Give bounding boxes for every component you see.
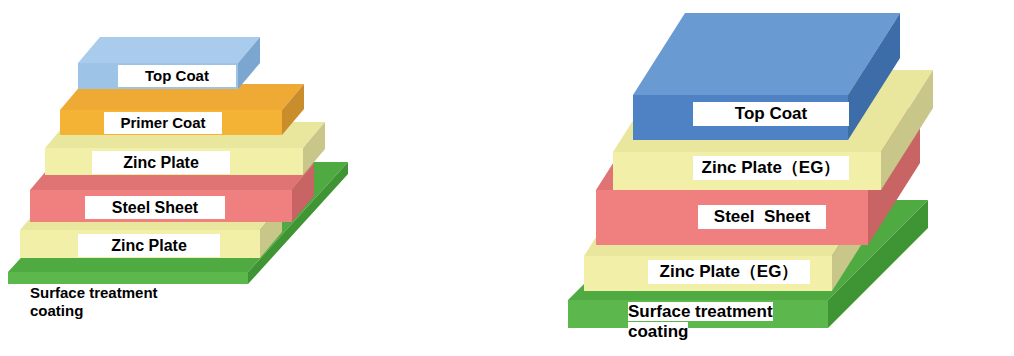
slab-front-face	[20, 230, 260, 258]
slab-top-face	[568, 200, 928, 300]
slab-front-face	[60, 110, 282, 135]
slab-front-face	[78, 63, 238, 89]
slab-front-face	[633, 95, 848, 140]
layer-label: Primer Coat	[104, 112, 222, 134]
slab-front-face	[30, 190, 292, 222]
primer-coat-layer: Primer Coat	[60, 84, 304, 135]
slab-front-face	[613, 152, 881, 190]
slab-front-face	[596, 190, 868, 245]
slab-front-face	[45, 148, 303, 175]
layer-label: Zinc Plate（EG）	[648, 260, 810, 284]
slab-side-face	[238, 37, 260, 89]
slab-top-face	[30, 164, 314, 190]
slab-top-face	[78, 37, 260, 63]
layer-label: Top Coat	[118, 65, 236, 87]
slab-top-face	[8, 162, 348, 272]
layer-label: Zinc Plate	[78, 234, 220, 257]
layer-label: Zinc Plate	[92, 151, 230, 174]
slab-top-face	[584, 174, 884, 256]
slab-top-face	[596, 108, 920, 190]
top-coat-layer: Top Coat	[633, 13, 900, 140]
layer-label: Steel Sheet	[698, 205, 826, 229]
slab-side-face	[828, 200, 928, 328]
slab-top-face	[20, 204, 282, 230]
layer-label-text: Surface treatment coating	[30, 284, 158, 319]
slab-top-face	[613, 70, 933, 152]
slab-top-face	[60, 84, 304, 110]
slab-front-face	[8, 272, 248, 284]
slab-top-face	[45, 122, 325, 148]
layer-label: Steel Sheet	[85, 196, 225, 219]
layer-label: Surface treatment coating	[26, 284, 206, 320]
layer-label-text: Surface treatment coating	[628, 302, 773, 341]
slab-side-face	[248, 162, 348, 284]
layer-label: Zinc Plate（EG）	[693, 156, 849, 180]
layer-label: Surface treatment coating	[624, 302, 804, 343]
top-coat-layer: Top Coat	[78, 37, 260, 89]
layer-label: Top Coat	[693, 102, 849, 126]
slab-front-face	[584, 256, 832, 291]
